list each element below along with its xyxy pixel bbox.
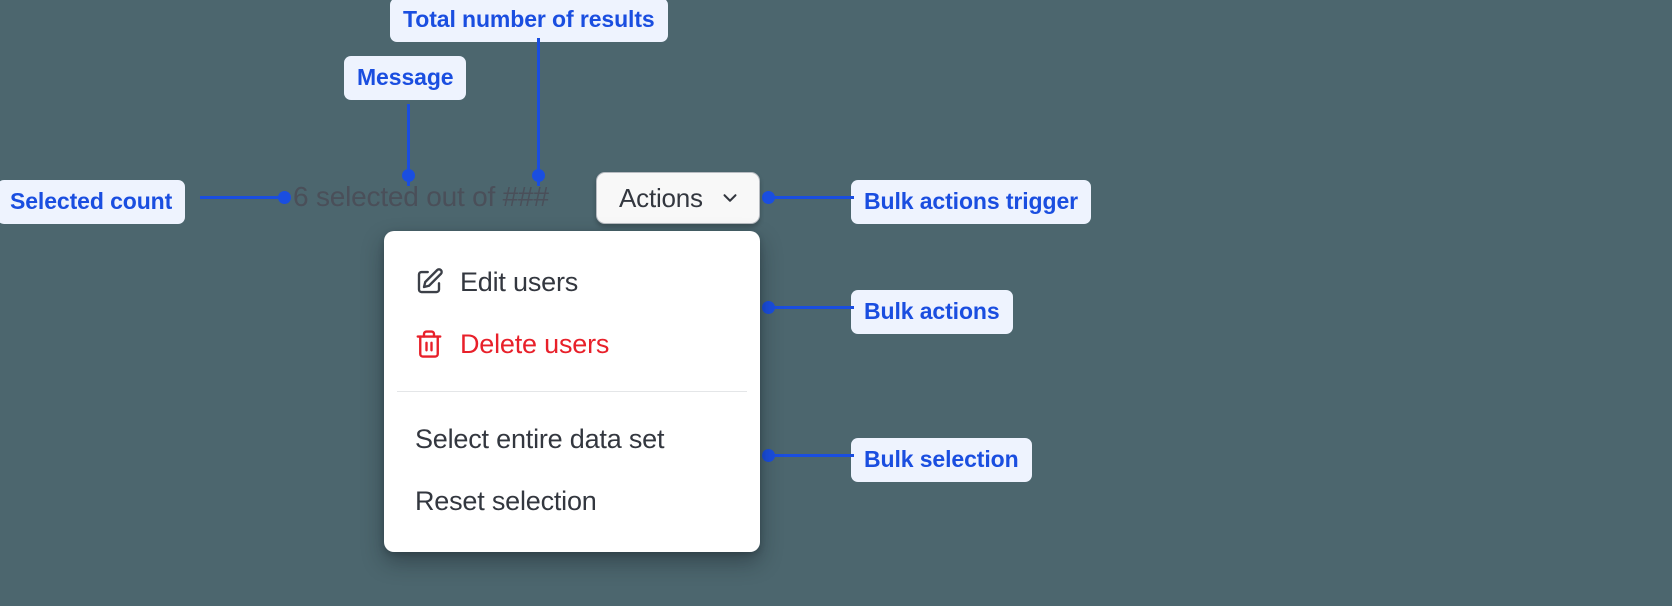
menu-item-label: Edit users [460,266,579,297]
bulk-actions-trigger-button[interactable]: Actions [596,172,760,224]
connector-dot-bulk-selection [762,449,775,462]
connector-dot-bulk-trigger [762,191,775,204]
bulk-actions-dropdown-menu: Edit users Delete users Select entire da… [384,231,760,552]
connector-line-message [407,104,410,186]
selected-count-message: 6 selected out of ### [293,181,549,212]
connector-line-selected-count [200,196,286,199]
annotation-bulk-actions: Bulk actions [851,290,1013,334]
annotation-total-number-of-results: Total number of results [390,0,668,42]
connector-line-bulk-trigger [766,196,854,199]
menu-item-label: Delete users [460,328,610,359]
connector-dot-selected-count [278,191,291,204]
edit-pencil-icon [414,267,444,297]
connector-line-total-results [537,38,540,186]
connector-dot-bulk-actions [762,301,775,314]
annotation-bulk-actions-trigger: Bulk actions trigger [851,180,1091,224]
annotation-message: Message [344,56,467,100]
menu-divider [397,391,747,392]
menu-item-label: Reset selection [415,485,597,516]
menu-item-delete-users[interactable]: Delete users [384,313,760,375]
actions-button-label: Actions [619,182,703,213]
menu-item-edit-users[interactable]: Edit users [384,251,760,313]
connector-line-bulk-actions [766,306,854,309]
chevron-down-icon [719,187,741,209]
connector-dot-total-results [532,169,545,182]
menu-item-select-entire-data-set[interactable]: Select entire data set [384,408,760,470]
annotation-selected-count: Selected count [0,180,186,224]
trash-icon [414,329,444,359]
connector-line-bulk-selection [766,454,854,457]
annotation-bulk-selection: Bulk selection [851,438,1032,482]
menu-item-reset-selection[interactable]: Reset selection [384,470,760,532]
menu-item-label: Select entire data set [415,423,665,454]
connector-dot-message [402,169,415,182]
